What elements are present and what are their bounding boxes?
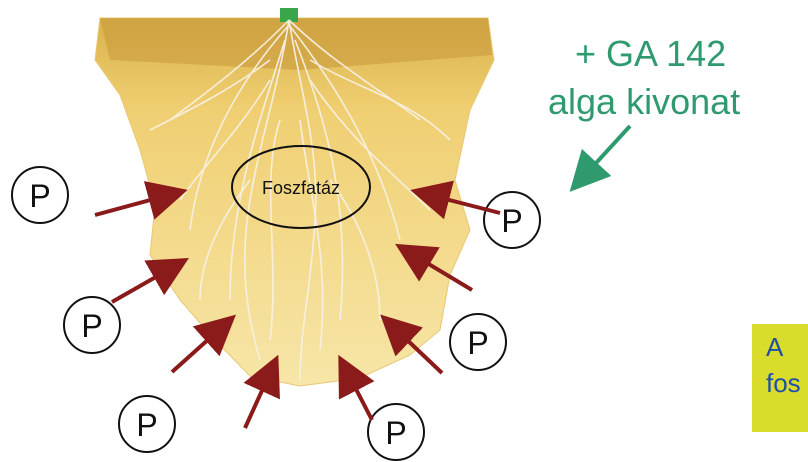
green-arrow (575, 126, 630, 186)
phosphate-label: P (467, 325, 488, 361)
phosphate-circle-6: P (368, 404, 424, 460)
phosphate-circle-5: P (119, 396, 175, 452)
soil-block (95, 18, 494, 386)
phosphate-label: P (501, 203, 522, 239)
plant-stem (280, 8, 298, 22)
phosphate-circle-1: P (12, 167, 68, 223)
phosphate-circle-4: P (450, 314, 506, 370)
phosphate-circle-2: P (484, 192, 540, 248)
phosphate-label: P (385, 415, 406, 451)
headline-line-2: alga kivonat (548, 82, 740, 122)
enzyme-label: Foszfatáz (262, 178, 340, 198)
note-line-2: fos (766, 368, 801, 399)
note-line-1: A (766, 332, 783, 363)
headline-line-1: + GA 142 (575, 34, 726, 74)
phosphate-label: P (136, 407, 157, 443)
note-box: A fos (752, 324, 808, 432)
phosphate-label: P (81, 308, 102, 344)
phosphate-label: P (29, 178, 50, 214)
phosphate-circle-3: P (64, 297, 120, 353)
